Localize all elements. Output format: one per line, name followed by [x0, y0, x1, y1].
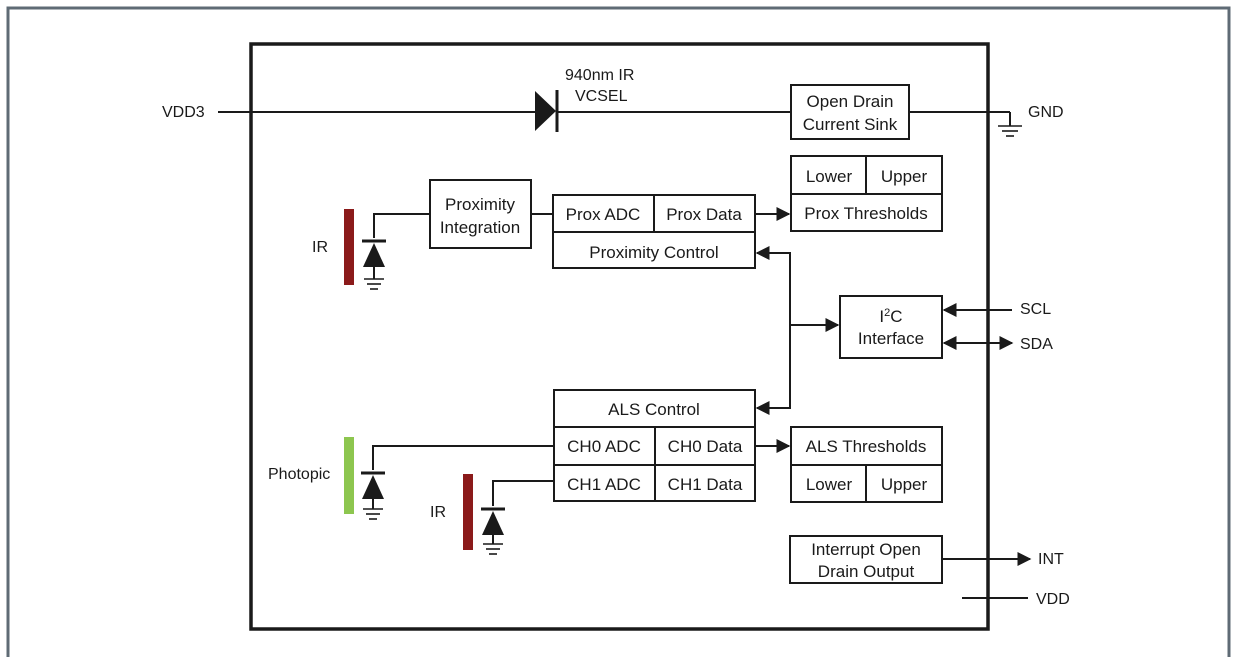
- prox-threshold-lower: Lower: [806, 167, 853, 186]
- interrupt-line1: Interrupt Open: [811, 540, 921, 559]
- photopic-sensor: [344, 437, 354, 514]
- ground-icon: [364, 278, 384, 290]
- open-drain-sink-line1: Open Drain: [807, 92, 894, 111]
- pin-scl: SCL: [1020, 301, 1051, 318]
- proximity-control-label: Proximity Control: [589, 243, 718, 262]
- pin-gnd: GND: [1028, 104, 1064, 121]
- photopic-label: Photopic: [268, 466, 330, 483]
- pin-vdd3: VDD3: [162, 104, 205, 121]
- ch1-adc-label: CH1 ADC: [567, 475, 641, 494]
- proximity-integration-line1: Proximity: [445, 195, 515, 214]
- als-threshold-upper: Upper: [881, 475, 928, 494]
- pin-int: INT: [1038, 551, 1064, 568]
- ir-als-sensor: [463, 474, 473, 550]
- prox-adc-label: Prox ADC: [566, 205, 641, 224]
- ir-prox-sensor: [344, 209, 354, 285]
- als-control-label: ALS Control: [608, 400, 700, 419]
- als-thresholds-label: ALS Thresholds: [806, 437, 927, 456]
- pin-vdd: VDD: [1036, 591, 1070, 608]
- proximity-integration-box: [429, 179, 532, 249]
- vcsel-diode-icon: [535, 90, 559, 132]
- ground-icon: [998, 125, 1022, 137]
- ch0-data-label: CH0 Data: [668, 437, 743, 456]
- proximity-integration-line2: Integration: [440, 218, 520, 237]
- prox-threshold-upper: Upper: [881, 167, 928, 186]
- ground-icon: [483, 543, 503, 555]
- als-threshold-lower: Lower: [806, 475, 853, 494]
- ir-als-photodiode-icon: [481, 507, 505, 535]
- ground-icon: [363, 508, 383, 520]
- prox-photodiode-icon: [362, 239, 386, 267]
- open-drain-sink-box: [790, 84, 910, 140]
- prox-thresholds-label: Prox Thresholds: [804, 204, 927, 223]
- ir-prox-label: IR: [312, 239, 328, 256]
- interrupt-line2: Drain Output: [818, 562, 915, 581]
- vcsel-label-line2: VCSEL: [575, 88, 628, 105]
- open-drain-sink-line2: Current Sink: [803, 115, 898, 134]
- i2c-label-line1: I2C: [879, 307, 902, 326]
- ch1-data-label: CH1 Data: [668, 475, 743, 494]
- ir-als-label: IR: [430, 504, 446, 521]
- pin-sda: SDA: [1020, 336, 1053, 353]
- photopic-photodiode-icon: [361, 471, 385, 499]
- prox-data-label: Prox Data: [666, 205, 742, 224]
- i2c-label-line2: Interface: [858, 329, 924, 348]
- interrupt-output-box: [789, 535, 943, 584]
- i2c-interface-box: [839, 295, 943, 359]
- page-frame: [6, 6, 1231, 657]
- vcsel-label-line1: 940nm IR: [565, 67, 634, 84]
- ch0-adc-label: CH0 ADC: [567, 437, 641, 456]
